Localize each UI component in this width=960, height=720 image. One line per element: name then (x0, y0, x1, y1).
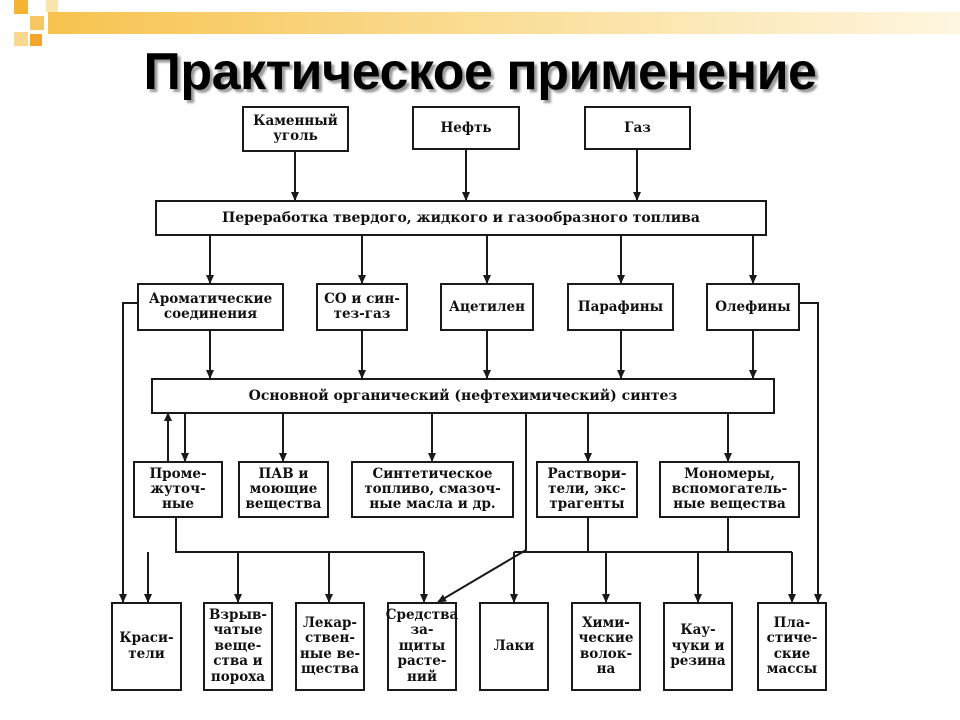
edge (175, 518, 424, 553)
node-syngas: СО и син- тез-газ (316, 283, 408, 331)
accent-square (46, 0, 58, 12)
node-dyes: Краси- тели (111, 602, 182, 691)
node-olefins: Олефины (706, 283, 800, 331)
accent-square (14, 32, 28, 46)
node-acetylene: Ацетилен (440, 283, 534, 331)
node-solvents: Раствори- тели, экс- трагенты (536, 461, 638, 518)
node-aromatics: Ароматические соединения (137, 283, 284, 331)
accent-bar (48, 12, 960, 34)
accent-square (30, 34, 42, 46)
accent-square (14, 0, 28, 14)
node-fuel-processing: Переработка твердого, жидкого и газообра… (155, 200, 767, 236)
node-plastics: Пла- стиче- ские массы (757, 602, 827, 691)
edge (437, 414, 527, 603)
page-title: Практическое применение (143, 43, 817, 101)
header-decoration (14, 0, 960, 46)
node-coal: Каменный уголь (242, 106, 349, 152)
accent-square (30, 16, 44, 30)
node-monomers: Мономеры, вспомогатель- ные вещества (659, 461, 800, 518)
node-varnishes: Лаки (479, 602, 549, 691)
edge (800, 302, 822, 603)
node-intermediates: Проме- жуточ- ные (133, 461, 223, 518)
node-organic-synthesis: Основной органический (нефтехимический) … (151, 378, 775, 414)
node-surfactants: ПАВ и моющие вещества (238, 461, 329, 518)
node-synthetic-fuel: Синтетическое топливо, смазоч- ные масла… (351, 461, 514, 518)
node-oil: Нефть (412, 106, 520, 150)
node-medicines: Лекар- ствен- ные ве- щества (295, 602, 365, 691)
node-chemical-fibers: Хими- ческие волок- на (571, 602, 641, 691)
node-gas: Газ (584, 106, 691, 150)
node-plant-protection: Средства за- щиты расте- ний (386, 602, 458, 691)
edge (119, 302, 137, 603)
node-explosives: Взрыв- чатые веще- ства и пороха (203, 602, 273, 691)
node-rubber: Кау- чуки и резина (663, 602, 733, 691)
node-paraffins: Парафины (567, 283, 674, 331)
